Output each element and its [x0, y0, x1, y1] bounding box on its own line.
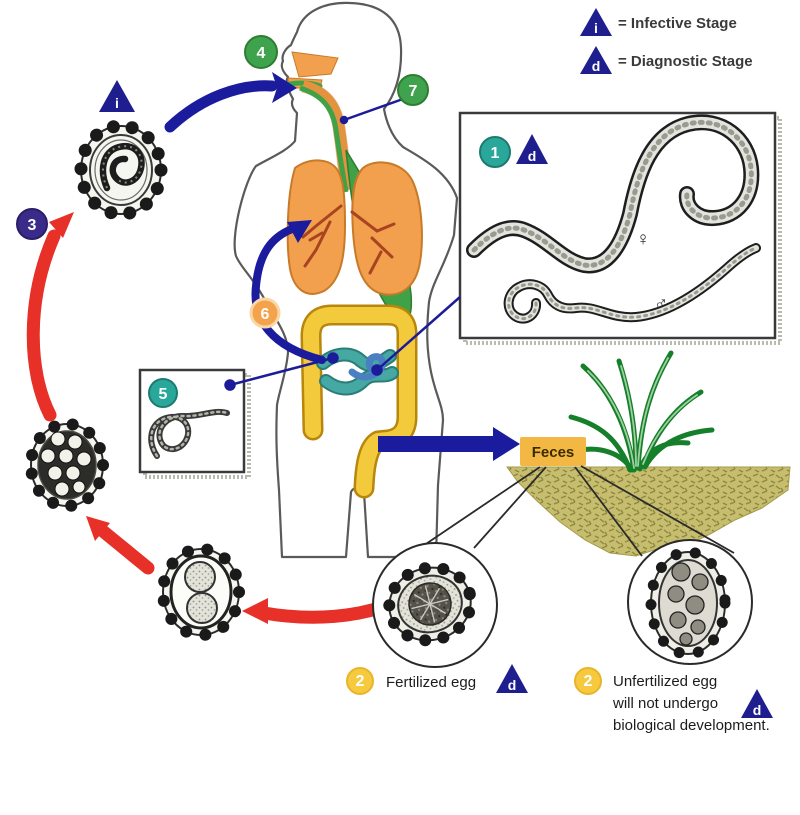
- environment: Feces: [413, 350, 791, 557]
- marker-step2-unfertilized: [574, 667, 602, 695]
- fertilized-egg-magnifier: [372, 542, 498, 668]
- marker-step4: [244, 35, 278, 69]
- marker-step5: [148, 378, 178, 408]
- legend-infective-letter: i: [594, 20, 598, 36]
- legend-diagnostic-letter: d: [592, 58, 601, 74]
- marker-step5-number: 5: [159, 386, 168, 403]
- grass-tuft: [568, 350, 715, 473]
- mouth-region: [291, 51, 339, 78]
- male-symbol: ♂: [654, 294, 668, 315]
- arrowhead-up: [49, 212, 74, 238]
- unfertilized-egg-label-line2: will not undergo: [612, 695, 718, 712]
- arrow-egg-to-mouth: [164, 80, 278, 133]
- large-intestine-fill: [303, 307, 415, 496]
- diagnostic-stage-icon: [741, 689, 773, 718]
- marker-step6-number: 6: [261, 306, 270, 323]
- diagnostic-stage-icon: [516, 134, 548, 164]
- marker-step1: [479, 136, 511, 168]
- arrow-to-feces-shaft: [378, 436, 493, 452]
- infective-stage-icon: [580, 8, 612, 36]
- fertilized-egg-label: Fertilized egg: [386, 674, 476, 691]
- feces-label-bg: [520, 437, 586, 466]
- fertilized-egg-label-group: 2 Fertilized egg d: [346, 664, 528, 695]
- unfertilized-egg-label-line1: Unfertilized egg: [613, 673, 717, 690]
- female-symbol: ♀: [636, 229, 650, 250]
- blue-arrows: [164, 72, 520, 461]
- bronchi: [301, 204, 396, 275]
- unfertilized-egg-magnifier: [627, 539, 753, 665]
- marker-step2-fertilized: [346, 667, 374, 695]
- unfertilized-egg-label-line3: biological development.: [613, 717, 770, 734]
- arrowhead-left: [242, 598, 268, 624]
- diagnostic-letter: d: [508, 677, 517, 693]
- soil-patch: [506, 466, 791, 557]
- right-lung: [351, 161, 423, 296]
- legend: i = Infective Stage d = Diagnostic Stage: [580, 8, 753, 74]
- step-markers: 4 7 6: [244, 35, 429, 329]
- arrow-twocell-to-multicell: [97, 525, 155, 575]
- magnifier-cones: [413, 465, 735, 557]
- marker-step3: [16, 208, 48, 240]
- larva-drawing: [148, 408, 230, 459]
- arrow-lung-migration: [251, 225, 326, 364]
- legend-infective-label: = Infective Stage: [618, 15, 737, 32]
- arrowhead-mouth: [272, 72, 297, 103]
- marker-step1-number: 1: [491, 145, 500, 162]
- diagnostic-stage-icon: [496, 664, 528, 693]
- arrowhead-upleft: [86, 516, 110, 541]
- marker-step6: [249, 297, 281, 329]
- connector-lines: [224, 97, 461, 391]
- arrowhead-lung: [287, 220, 312, 243]
- male-worm: [503, 243, 761, 324]
- legend-diagnostic-label: = Diagnostic Stage: [618, 53, 753, 70]
- infective-letter: i: [115, 95, 119, 111]
- adult-worm-box: ♀ ♂ 1 d: [458, 111, 782, 345]
- marker-step7: [397, 74, 429, 106]
- infective-stage-icon: [99, 80, 135, 112]
- diagnostic-letter: d: [528, 148, 537, 164]
- two-cell-egg: [157, 543, 245, 641]
- larvated-egg: i: [74, 80, 168, 221]
- marker-step3-number: 3: [28, 217, 37, 234]
- arrowhead-feces: [493, 427, 520, 461]
- marker-step4-number: 4: [257, 45, 266, 62]
- arrow-multicell-to-larvated: [26, 229, 61, 422]
- human-body: [233, 1, 459, 559]
- diagnostic-letter: d: [753, 702, 762, 718]
- female-worm: [466, 114, 760, 274]
- marker-step2-unfertilized-number: 2: [584, 673, 593, 690]
- unfertilized-egg-label-group: 2 Unfertilized egg will not undergo biol…: [574, 667, 773, 734]
- esophagus-green: [299, 85, 349, 193]
- marker-step2-fertilized-number: 2: [356, 673, 365, 690]
- multicell-egg: [25, 418, 109, 512]
- marker-step7-number: 7: [409, 83, 418, 100]
- diagnostic-stage-icon: [580, 46, 612, 74]
- feces-label: Feces: [532, 444, 575, 461]
